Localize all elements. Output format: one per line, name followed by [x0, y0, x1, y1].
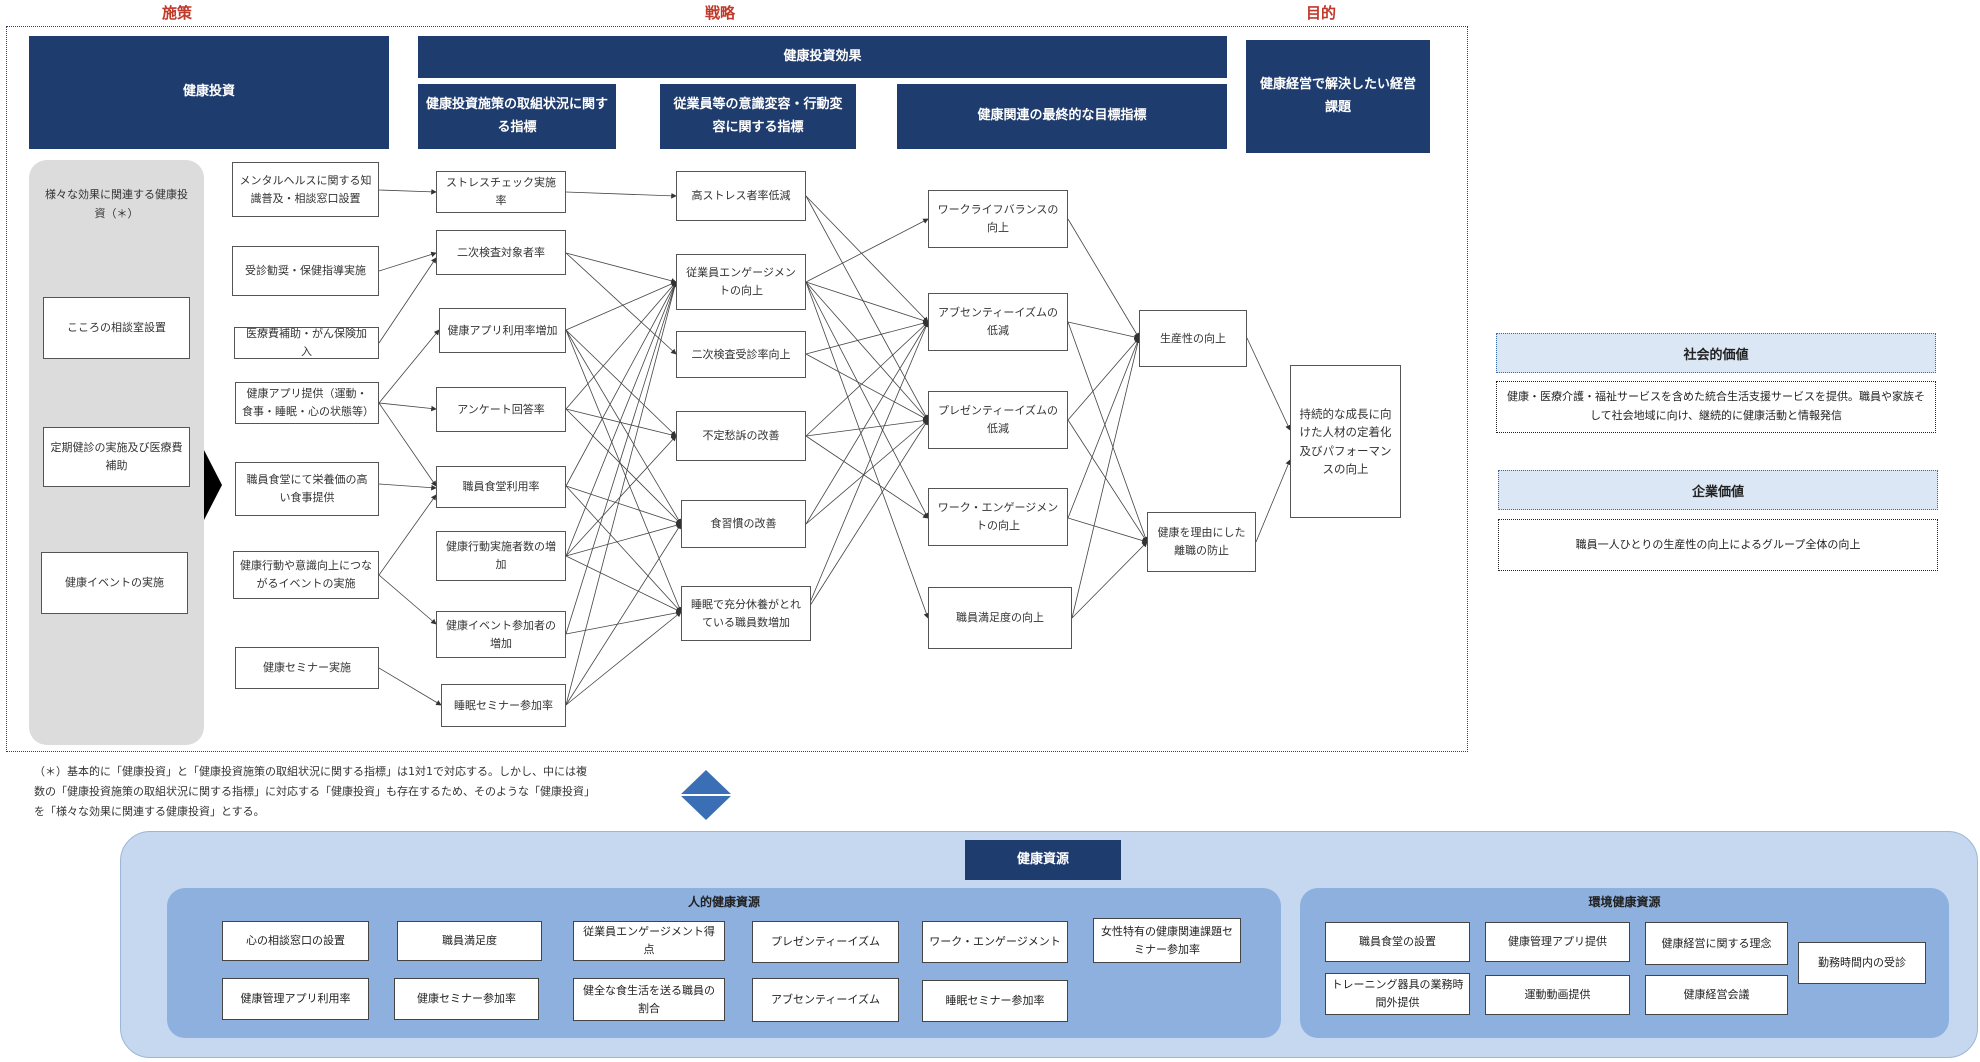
col2-item: 二次検査対象者率: [436, 230, 566, 275]
col5-item: 健康を理由にした離職の防止: [1147, 512, 1256, 572]
human-resource-item: 従業員エンゲージメント得点: [573, 921, 725, 961]
human-resources-title: 人的健康資源: [687, 895, 760, 909]
col1-item: 健康行動や意識向上につながるイベントの実施: [233, 551, 379, 599]
col3-item: 二次検査受診率向上: [676, 331, 806, 378]
header-indicators-3: 健康関連の最終的な目標指標: [897, 84, 1227, 149]
human-resource-item: ワーク・エンゲージメント: [922, 921, 1068, 963]
label-policy: 施策: [162, 4, 193, 22]
human-resource-item: 女性特有の健康関連課題セミナー参加率: [1093, 918, 1241, 963]
env-resources-title: 環境健康資源: [1588, 895, 1661, 909]
col3-item: 高ストレス者率低減: [676, 171, 806, 221]
col2-item: ストレスチェック実施率: [436, 171, 566, 213]
human-resource-item: 健康セミナー参加率: [394, 978, 539, 1020]
col2-item: 健康イベント参加者の増加: [436, 611, 566, 658]
header-issue: 健康経営で解決したい経営課題: [1246, 40, 1430, 153]
corporate-value-text: 職員一人ひとりの生産性の向上によるグループ全体の向上: [1498, 519, 1938, 571]
env-resource-item: 健康経営会議: [1645, 975, 1788, 1015]
gray-item: 健康イベントの実施: [41, 552, 188, 614]
col4-item: アブセンティーイズムの低減: [928, 293, 1068, 351]
human-resource-item: 心の相談窓口の設置: [222, 921, 369, 961]
social-value-title: 社会的価値: [1496, 333, 1936, 373]
col4-item: プレゼンティーイズムの低減: [928, 391, 1068, 449]
main-frame: [6, 26, 1468, 752]
col2-item: アンケート回答率: [436, 387, 566, 432]
col1-item: 職員食堂にて栄養価の高い食事提供: [235, 462, 379, 516]
final-goal: 持続的な成長に向けた人材の定着化及びパフォーマンスの向上: [1290, 365, 1401, 518]
col3-item: 従業員エンゲージメントの向上: [676, 254, 806, 310]
env-resource-item: 職員食堂の設置: [1325, 922, 1470, 962]
col4-item: ワークライフバランスの向上: [928, 190, 1068, 248]
col1-item: 健康アプリ提供（運動・食事・睡眠・心の状態等）: [235, 382, 379, 424]
header-indicators-2: 従業員等の意識変容・行動変容に関する指標: [660, 84, 856, 149]
col2-item: 職員食堂利用率: [436, 466, 566, 508]
env-resource-item: 健康管理アプリ提供: [1485, 922, 1630, 962]
gray-item: 定期健診の実施及び医療費補助: [43, 427, 190, 487]
col1-item: 健康セミナー実施: [235, 647, 379, 689]
col3-item: 不定愁訴の改善: [676, 411, 806, 461]
env-resource-item: トレーニング器具の業務時間外提供: [1325, 973, 1470, 1015]
human-resource-item: 睡眠セミナー参加率: [922, 980, 1068, 1022]
env-resource-item: 勤務時間内の受診: [1798, 942, 1926, 984]
col2-item: 睡眠セミナー参加率: [441, 684, 566, 727]
header-indicators-1: 健康投資施策の取組状況に関する指標: [418, 84, 616, 149]
human-resource-item: 職員満足度: [397, 921, 542, 961]
header-effect: 健康投資効果: [418, 36, 1227, 78]
gray-item: こころの相談室設置: [43, 297, 190, 359]
human-resource-item: 健康管理アプリ利用率: [222, 978, 369, 1020]
col4-item: 職員満足度の向上: [928, 587, 1072, 649]
human-resource-item: プレゼンティーイズム: [752, 921, 899, 963]
col1-item: メンタルヘルスに関する知識普及・相談窓口設置: [232, 162, 379, 217]
label-strategy: 戦略: [705, 4, 736, 22]
col4-item: ワーク・エンゲージメントの向上: [928, 488, 1068, 546]
footnote: （＊）基本的に「健康投資」と「健康投資施策の取組状況に関する指標」は1対1で対応…: [34, 765, 590, 818]
label-purpose: 目的: [1306, 4, 1337, 22]
env-resource-item: 健康経営に関する理念: [1645, 922, 1788, 965]
col2-item: 健康行動実施者数の増加: [436, 531, 566, 581]
col1-item: 医療費補助・がん保険加入: [234, 327, 379, 359]
big-arrow: [204, 450, 222, 520]
gray-panel-caption: 様々な効果に関連する健康投資（＊）: [45, 188, 188, 220]
col1-item: 受診勧奨・保健指導実施: [232, 246, 379, 296]
col5-item: 生産性の向上: [1139, 310, 1247, 367]
corporate-value-title: 企業価値: [1498, 470, 1938, 510]
header-investment: 健康投資: [29, 36, 389, 149]
resources-title: 健康資源: [965, 840, 1121, 880]
col2-item: 健康アプリ利用率増加: [439, 308, 566, 353]
human-resource-item: アブセンティーイズム: [752, 978, 899, 1022]
human-resource-item: 健全な食生活を送る職員の割合: [573, 978, 725, 1021]
col3-item: 食習慣の改善: [681, 500, 806, 548]
col3-item: 睡眠で充分休養がとれている職員数増加: [681, 586, 811, 641]
social-value-text: 健康・医療介護・福祉サービスを含めた統合生活支援サービスを提供。職員や家族そして…: [1496, 381, 1936, 433]
env-resource-item: 運動動画提供: [1485, 975, 1630, 1015]
